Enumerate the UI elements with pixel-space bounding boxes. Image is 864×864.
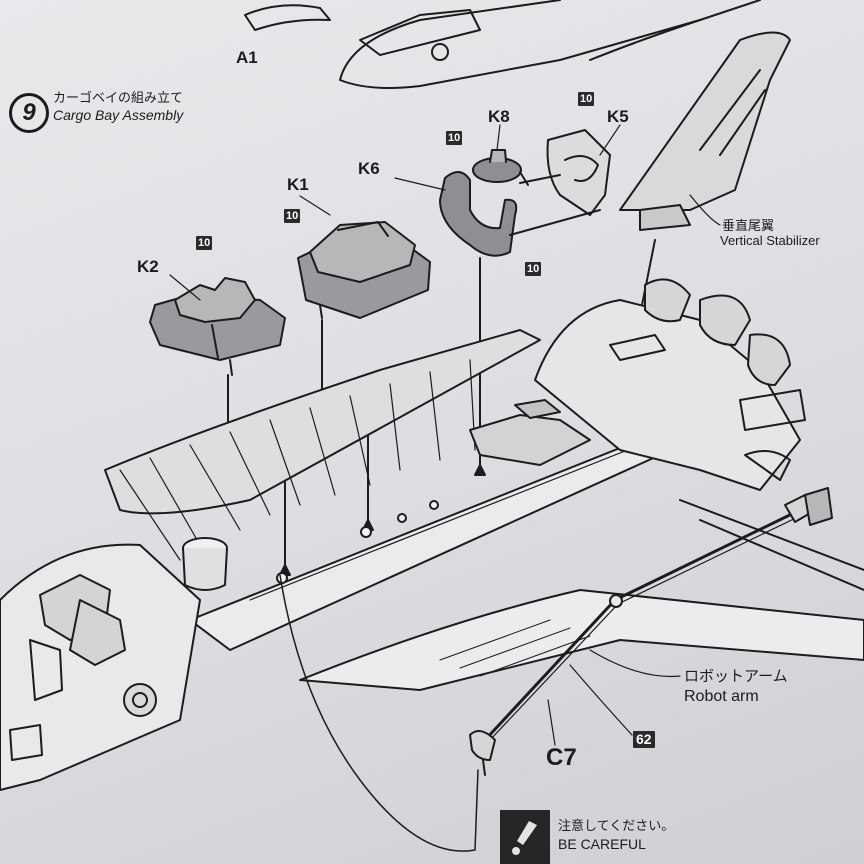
- wing: [299, 589, 864, 691]
- engine-nozzle-3: [747, 333, 791, 386]
- part-label-c7: C7: [546, 744, 577, 771]
- engine-nozzle-1: [644, 278, 691, 323]
- engine-nozzle-2: [699, 294, 751, 346]
- aft-fuselage: [534, 299, 801, 491]
- assembly-arrow-k5: [509, 209, 601, 236]
- canopy-detail: [359, 9, 481, 56]
- step-number: 9: [9, 93, 49, 133]
- part-k5-shape: [546, 129, 611, 216]
- part-k2-shape: [149, 277, 286, 376]
- robot-arm-label-jp: ロボットアーム: [684, 668, 788, 685]
- caution-exclamation-icon: [500, 810, 550, 864]
- paint-badge-robot-arm: 62: [633, 731, 655, 749]
- caution-text-jp: 注意してください。: [558, 818, 675, 833]
- step-title-en: Cargo Bay Assembly: [53, 107, 184, 123]
- paint-badge-k8: 10: [446, 131, 463, 146]
- part-label-k8: K8: [488, 107, 510, 126]
- cargo-bay-door-left: [104, 329, 541, 515]
- vertical-stabilizer-part: [619, 31, 791, 211]
- part-a1-sketch: [244, 4, 331, 31]
- assembly-arrow-k8: [519, 174, 561, 184]
- part-label-k6: K6: [358, 159, 380, 178]
- part-label-k2: K2: [137, 257, 159, 276]
- shuttle-nose-top: [339, 0, 761, 89]
- paint-badge-k6: 10: [525, 262, 542, 277]
- part-k1-shape: [297, 221, 431, 319]
- part-label-k1: K1: [287, 175, 309, 194]
- caution-text-en: BE CAREFUL: [558, 836, 646, 852]
- step-title-jp: カーゴベイの組み立て: [53, 90, 184, 105]
- crew-cabin: [0, 543, 201, 791]
- part-k6-shape: [439, 171, 518, 257]
- part-label-a1: A1: [236, 48, 258, 67]
- part-label-k5: K5: [607, 107, 629, 126]
- part-k8-shape: [472, 149, 529, 186]
- paint-badge-k2: 10: [196, 236, 213, 251]
- vertical-stabilizer-label-en: Vertical Stabilizer: [720, 233, 820, 248]
- vertical-stabilizer-label-jp: 垂直尾翼: [722, 218, 775, 233]
- robot-arm-label-en: Robot arm: [684, 688, 759, 705]
- paint-badge-k1: 10: [284, 209, 301, 224]
- paint-badge-k5: 10: [578, 92, 595, 107]
